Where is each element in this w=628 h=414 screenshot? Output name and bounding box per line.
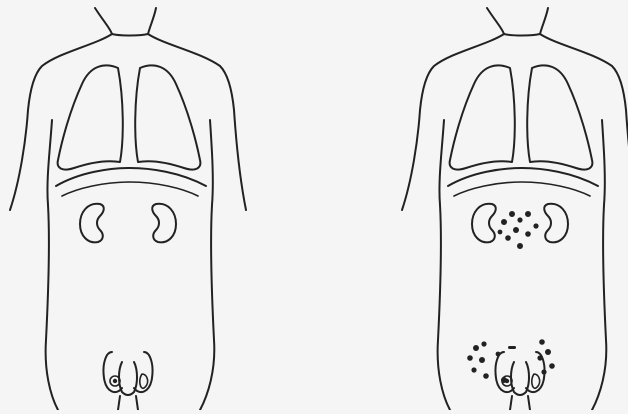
left-figure xyxy=(10,8,246,410)
abdominal-metastasis-dots xyxy=(498,211,539,249)
right-figure xyxy=(402,8,628,410)
